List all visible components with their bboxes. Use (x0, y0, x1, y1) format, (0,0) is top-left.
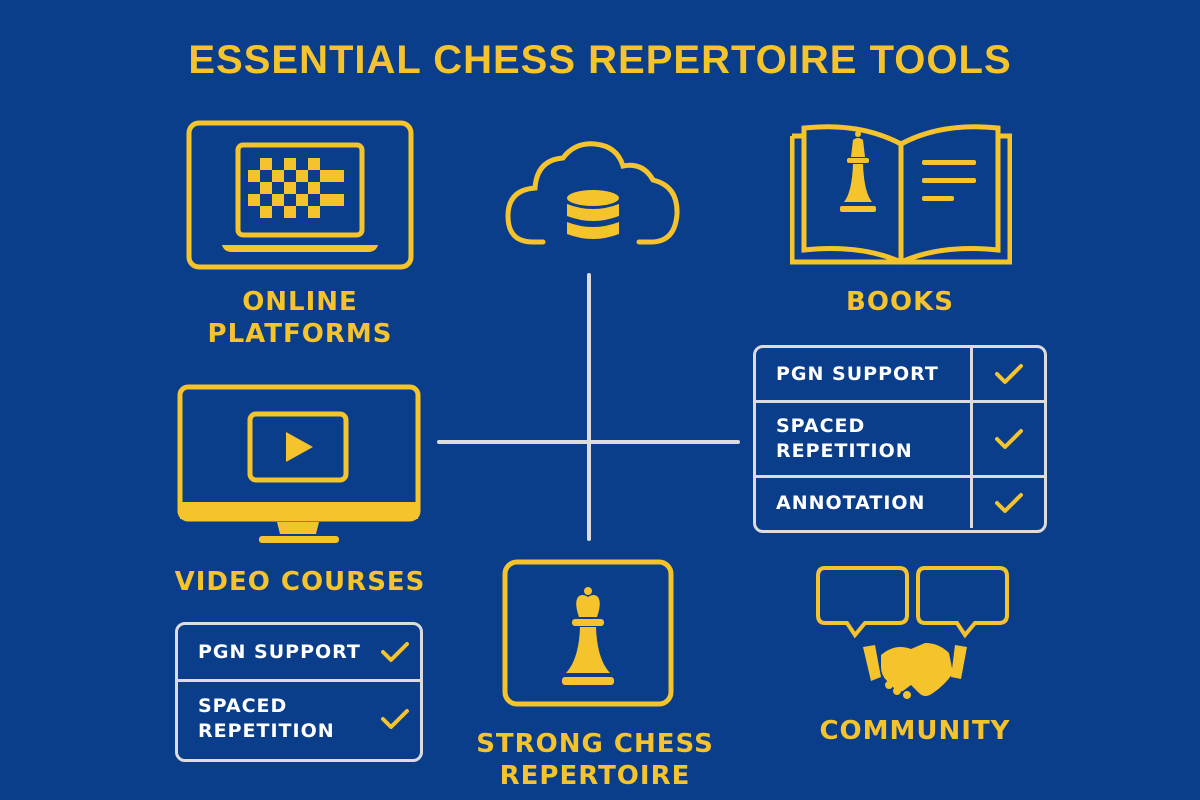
check-icon (970, 348, 1044, 400)
online-platforms-label: ONLINE PLATFORMS (170, 286, 430, 350)
check-icon (970, 478, 1044, 528)
online-platforms-node (186, 120, 414, 270)
handshake-icon (863, 643, 967, 699)
speech-bubbles-handshake-icon (816, 566, 1009, 699)
strong-repertoire-node (502, 559, 674, 707)
connector-vertical (587, 273, 591, 541)
table-row: PGN SUPPORT (178, 625, 420, 679)
table-row: PGN SUPPORT (756, 348, 1044, 400)
books-node (789, 122, 1013, 266)
table-row: SPACED REPETITION (178, 679, 420, 756)
feature-label-line1: SPACED (198, 695, 288, 717)
online-platforms-label-line2: PLATFORMS (207, 319, 393, 349)
left-feature-table: PGN SUPPORT SPACED REPETITION (175, 622, 423, 762)
monitor-play-icon (177, 384, 421, 543)
online-platforms-label-line1: ONLINE (242, 287, 358, 317)
open-book-king-icon (789, 124, 1013, 265)
books-label: BOOKS (846, 287, 954, 317)
community-label: COMMUNITY (819, 716, 1011, 746)
check-icon (370, 625, 420, 679)
strong-repertoire-label-line1: STRONG CHESS (476, 729, 714, 759)
cloud-database-node (503, 138, 683, 248)
video-courses-node (177, 384, 421, 550)
check-icon (970, 403, 1044, 475)
king-piece-icon (840, 131, 876, 212)
community-node (815, 565, 1011, 705)
feature-label: PGN SUPPORT (198, 640, 361, 663)
feature-label: SPACED REPETITION (756, 403, 970, 475)
check-icon (370, 682, 420, 756)
strong-repertoire-label: STRONG CHESS REPERTOIRE (450, 728, 740, 792)
table-row: ANNOTATION (756, 475, 1044, 528)
connector-horizontal (437, 440, 740, 444)
feature-label-line2: REPETITION (776, 440, 913, 462)
right-feature-table: PGN SUPPORT SPACED REPETITION ANNOTATION (753, 345, 1047, 533)
cloud-database-icon (505, 141, 680, 245)
laptop-chessboard-icon (186, 120, 414, 270)
strong-repertoire-label-line2: REPERTOIRE (499, 761, 691, 791)
king-piece-icon (502, 559, 674, 707)
video-courses-label: VIDEO COURSES (174, 567, 426, 597)
table-row: SPACED REPETITION (756, 400, 1044, 475)
feature-label-line2: REPETITION (198, 720, 335, 742)
feature-label: ANNOTATION (776, 491, 926, 514)
feature-label: SPACED REPETITION (178, 682, 370, 756)
feature-label-line1: SPACED (776, 415, 866, 437)
feature-label: PGN SUPPORT (776, 362, 939, 385)
page-title: ESSENTIAL CHESS REPERTOIRE TOOLS (188, 38, 1012, 82)
